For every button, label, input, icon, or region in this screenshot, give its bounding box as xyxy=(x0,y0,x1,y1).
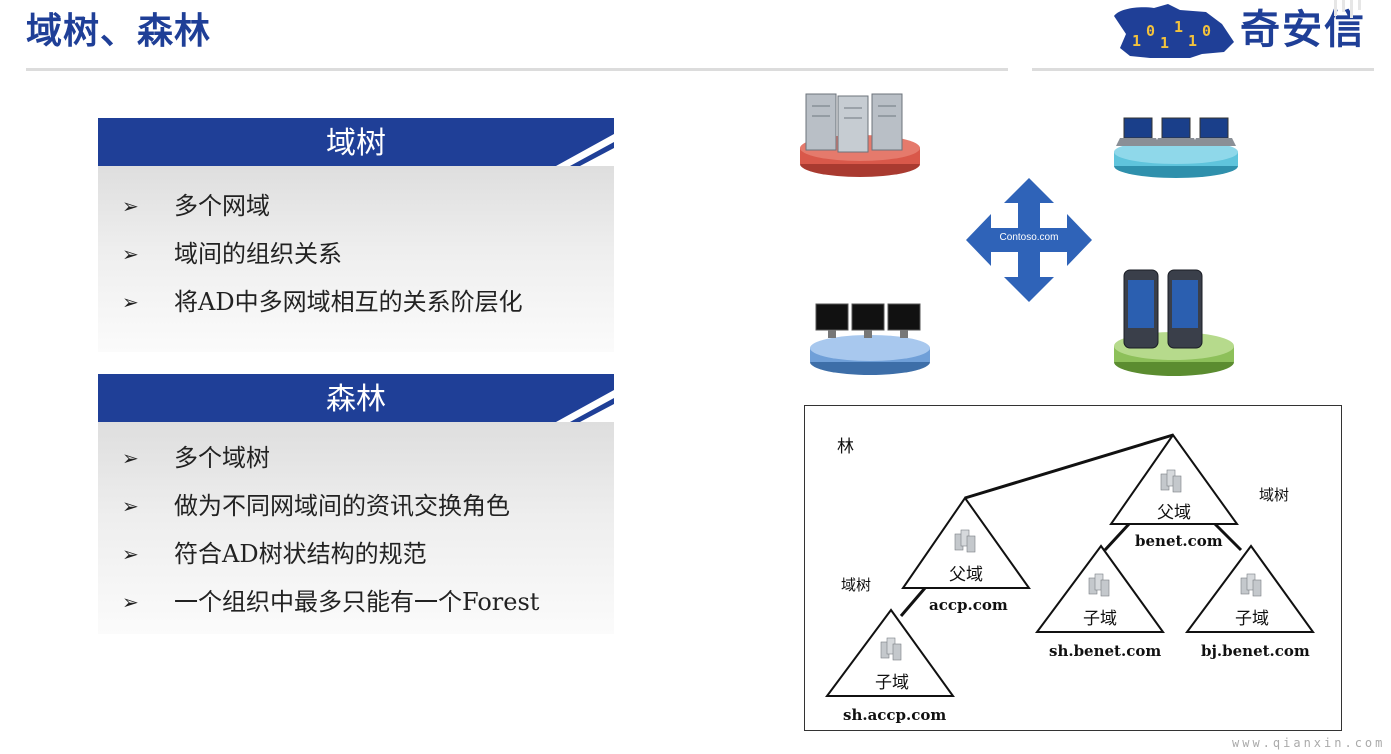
server-icon xyxy=(1160,469,1182,493)
logo-digit-5: 1 xyxy=(1188,32,1197,50)
logo-text: 奇安信 xyxy=(1240,7,1366,53)
logo-digit-6: 0 xyxy=(1202,22,1211,40)
forest-tree-lines xyxy=(825,433,1315,697)
benet-name-label: benet.com xyxy=(1135,532,1223,550)
benet-role-label: 父域 xyxy=(1157,503,1191,523)
sh-accp-name-label: sh.accp.com xyxy=(843,706,947,724)
bullet-arrow-icon: ➢ xyxy=(122,194,139,218)
server-icon xyxy=(880,637,902,661)
bullet-arrow-icon: ➢ xyxy=(122,446,139,470)
header-stripe-icon xyxy=(556,390,614,422)
logo-digit-2: 0 xyxy=(1146,22,1155,40)
forest-panel-body: ➢ 多个域树 ➢ 做为不同网域间的资讯交换角色 ➢ 符合AD树状结构的规范 ➢ … xyxy=(98,422,614,634)
server-icon xyxy=(1088,573,1110,597)
slide-title: 域树、森林 xyxy=(26,11,212,52)
servers-red-base-icon xyxy=(800,93,920,177)
contoso-hub-arrows-icon xyxy=(966,178,1092,302)
server-icon xyxy=(954,529,976,553)
bullet-arrow-icon: ➢ xyxy=(122,542,139,566)
decorative-bars-icon xyxy=(1334,0,1361,18)
forest-panel-header: 森林 xyxy=(98,374,614,422)
forest-label: 林 xyxy=(837,437,854,457)
title-divider-right xyxy=(1032,68,1374,71)
domain-tree-panel-header: 域树 xyxy=(98,118,614,166)
contoso-hub-label: Contoso.com xyxy=(999,232,1059,243)
server-icon xyxy=(1240,573,1262,597)
logo-digit-1: 1 xyxy=(1132,32,1141,50)
monitors-blue-base-icon xyxy=(810,303,930,375)
watermark-text: www.qianxin.com xyxy=(1232,736,1386,750)
header-stripe-icon xyxy=(556,134,614,166)
bullet-arrow-icon: ➢ xyxy=(122,290,139,314)
forest-panel-title: 森林 xyxy=(326,382,386,417)
tree-label-left: 域树 xyxy=(841,576,872,594)
accp-name-label: accp.com xyxy=(929,596,1008,614)
logo-digit-3: 1 xyxy=(1160,34,1169,52)
domain-tree-panel-body: ➢ 多个网域 ➢ 域间的组织关系 ➢ 将AD中多网域相互的关系阶层化 xyxy=(98,166,614,352)
bullet-arrow-icon: ➢ xyxy=(122,494,139,518)
bj-benet-name-label: bj.benet.com xyxy=(1201,642,1310,660)
sh-accp-role-label: 子域 xyxy=(875,673,909,693)
qianxin-logo-icon: 1 0 1 1 1 0 xyxy=(1114,4,1234,58)
forest-diagram: 林 域树 域树 父域 benet.com 父域 accp.com 子域 sh.b… xyxy=(804,405,1342,731)
title-divider-left xyxy=(26,68,1008,71)
sh-benet-name-label: sh.benet.com xyxy=(1049,642,1162,660)
logo-digit-4: 1 xyxy=(1174,18,1183,36)
tree-label-right: 域树 xyxy=(1259,486,1290,504)
bullet-arrow-icon: ➢ xyxy=(122,242,139,266)
bullet-arrow-icon: ➢ xyxy=(122,590,139,614)
laptops-cyan-base-icon xyxy=(1114,117,1238,178)
bj-benet-role-label: 子域 xyxy=(1235,609,1269,629)
phones-green-base-icon xyxy=(1114,269,1234,376)
sh-benet-role-label: 子域 xyxy=(1083,609,1117,629)
domain-tree-panel-title: 域树 xyxy=(326,126,386,161)
accp-role-label: 父域 xyxy=(949,565,983,585)
